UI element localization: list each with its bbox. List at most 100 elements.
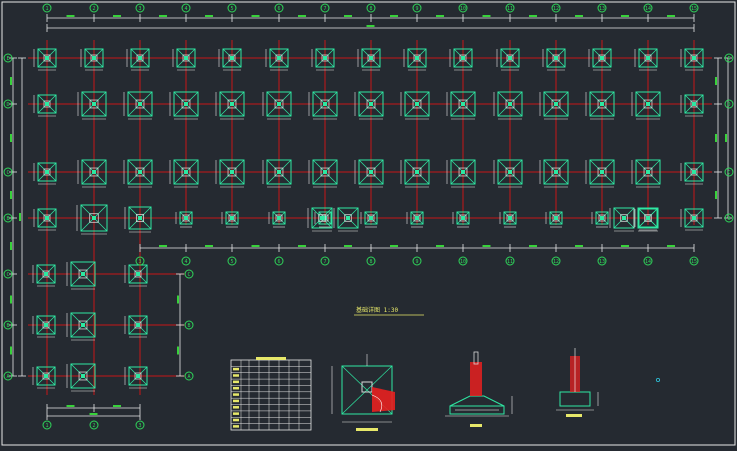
rebar-curve [371, 394, 383, 413]
column-axis-bubble: 3 [135, 3, 145, 13]
dimension-text-mark [482, 15, 491, 17]
dimension-text-mark [89, 413, 98, 415]
axis-bubble-label: 14 [645, 6, 651, 12]
column-core [692, 216, 696, 220]
footing-outline [315, 48, 335, 68]
axis-bubble-circle [724, 167, 734, 177]
column-pedestal [366, 99, 376, 109]
footing-outline [312, 159, 338, 185]
column-pedestal [413, 214, 421, 222]
dimension-text-mark [205, 245, 213, 247]
footing [221, 211, 239, 228]
dimension-text-mark [298, 15, 306, 17]
footing-outline [497, 91, 523, 117]
column-pedestal [367, 54, 375, 62]
column-core [369, 102, 373, 106]
column-pedestal [505, 167, 515, 177]
axis-bubble-circle [458, 256, 468, 266]
footing-outline [407, 48, 427, 68]
axis-bubble-circle [135, 3, 145, 13]
footing [126, 48, 150, 71]
table-cell-text [233, 399, 239, 403]
column-pedestal [320, 167, 330, 177]
footing [124, 264, 148, 287]
column-pedestal [552, 54, 560, 62]
axis-bubble-circle [184, 269, 194, 279]
column-pedestal [413, 54, 421, 62]
footing-outline [179, 211, 193, 225]
footing-outline [128, 366, 148, 386]
dimension-text-mark [298, 245, 306, 247]
column-core [369, 56, 373, 60]
footing [33, 48, 57, 71]
footing-outline [404, 159, 430, 185]
column-core [646, 56, 650, 60]
footing [124, 206, 152, 233]
column-core [184, 216, 188, 220]
column-core [323, 102, 327, 106]
column-axis-bubble: 3 [135, 420, 145, 430]
axis-bubble-label: A [187, 374, 190, 380]
table-cell-text [233, 412, 239, 415]
footing [449, 48, 473, 71]
column-pedestal [135, 213, 145, 223]
column-axis-bubble: 6 [274, 256, 284, 266]
dimension-text-mark [177, 295, 179, 304]
footing [66, 312, 96, 341]
foundation-details: 基础详图 1:30 [230, 306, 661, 431]
footing-outline [450, 159, 476, 185]
row-axis-bubble: E [3, 53, 13, 63]
dimension-text-mark [159, 15, 167, 17]
column-pedestal [89, 167, 99, 177]
footing [33, 208, 57, 231]
dimension-text-mark [113, 15, 121, 17]
footing [634, 48, 658, 71]
axis-bubble-circle [89, 420, 99, 430]
axis-bubble-label: E [6, 56, 9, 62]
axis-bubble-label: 5 [230, 6, 233, 12]
axis-bubble-label: B [6, 323, 9, 329]
column-core [230, 170, 234, 174]
column-core [415, 170, 419, 174]
column-core [369, 216, 373, 220]
column-pedestal [275, 214, 283, 222]
column-core [277, 56, 281, 60]
column-axis-bubble: 1 [42, 420, 52, 430]
footing [215, 159, 245, 188]
column-pedestal [597, 167, 607, 177]
column-axis-bubble: 13 [597, 3, 607, 13]
rebar-schedule-table [230, 357, 312, 431]
axis-bubble-label: 6 [277, 6, 280, 12]
axis-bubble-label: 15 [691, 259, 697, 265]
column-axis-bubble: 2 [89, 420, 99, 430]
footing-outline [128, 315, 148, 335]
column-core [461, 216, 465, 220]
axis-bubble-label: E [727, 56, 730, 62]
footing [545, 211, 563, 228]
footing [633, 207, 659, 232]
axis-bubble-circle [320, 256, 330, 266]
column-axis-bubble: 10 [458, 256, 468, 266]
column-axis-bubble: 9 [412, 3, 422, 13]
column-pedestal [459, 54, 467, 62]
column-core [184, 56, 188, 60]
column-core [320, 216, 324, 220]
column-pedestal [43, 168, 51, 176]
column-core [600, 56, 604, 60]
column-axis-bubble: 12 [551, 3, 561, 13]
axis-bubble-label: 2 [92, 6, 95, 12]
axis-bubble-label: 8 [369, 6, 372, 12]
column-core [92, 216, 96, 220]
column-pedestal [318, 214, 326, 222]
footing-outline [453, 48, 473, 68]
axis-bubble-circle [643, 3, 653, 13]
column-pedestal [505, 99, 515, 109]
column-axis-bubble: 15 [689, 256, 699, 266]
axis-bubble-circle [366, 3, 376, 13]
footing-outline [549, 211, 563, 225]
section-slope [449, 395, 505, 407]
footing [268, 211, 286, 228]
